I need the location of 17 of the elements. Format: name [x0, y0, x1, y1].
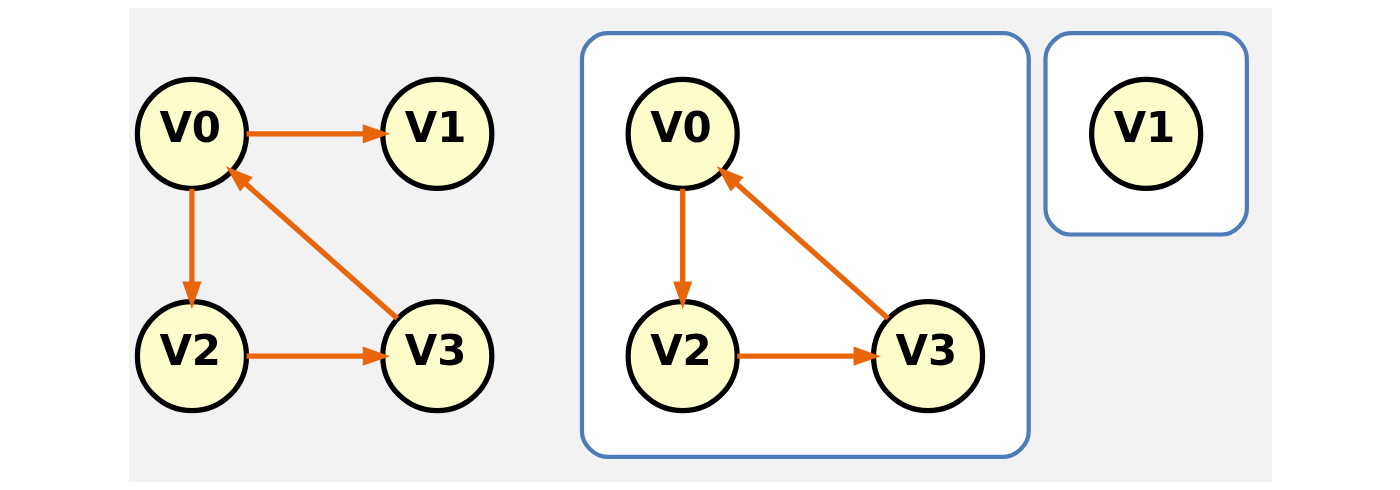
- arrow: [246, 124, 390, 144]
- cluster: [1042, 31, 1249, 237]
- arrow: [672, 188, 692, 309]
- arrow: [716, 166, 890, 321]
- node-circle: V0: [625, 76, 740, 191]
- arrow: [736, 346, 881, 366]
- node-circle: V1: [1088, 76, 1203, 191]
- node-circle: V1: [379, 76, 494, 191]
- arrow: [181, 188, 201, 309]
- cluster: [579, 31, 1031, 459]
- node-circle: V3: [870, 299, 985, 414]
- arrow: [225, 166, 399, 321]
- node-circle: V3: [379, 299, 494, 414]
- node-circle: V2: [134, 299, 249, 414]
- node-circle: V0: [134, 76, 249, 191]
- node-circle: V2: [625, 299, 740, 414]
- arrow: [246, 346, 390, 366]
